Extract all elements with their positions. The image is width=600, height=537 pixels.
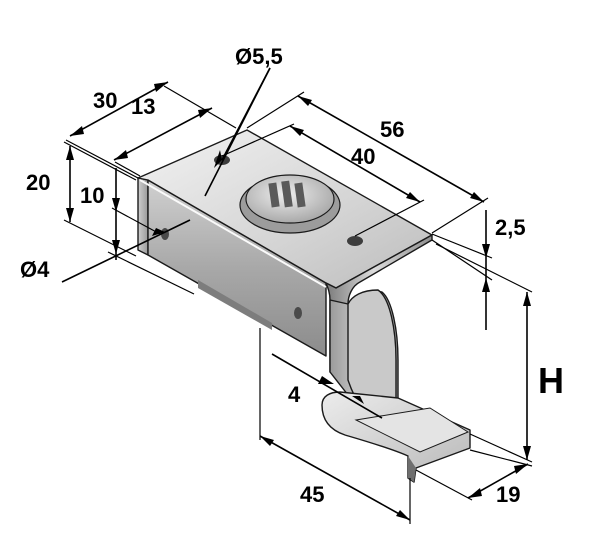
bracket-bottom-edge [198,280,272,330]
cam-insert [239,174,341,234]
dim-hole-top: Ø5,5 [204,44,283,197]
label-30: 30 [93,88,117,113]
dim-19: 19 [415,449,533,507]
dim-hole-side: Ø4 [20,219,195,295]
label-H: H [538,360,564,401]
dim-30: 30 [65,81,237,179]
dim-10: 10 [80,168,161,260]
bracket-foot-facet [354,407,470,453]
label-2-5: 2,5 [495,215,526,240]
top-hole-right [347,236,363,246]
label-45: 45 [300,482,324,507]
label-hole-top: Ø5,5 [235,44,283,69]
cam-slot-1 [268,182,280,208]
bracket-front-edge [139,179,327,288]
dim-13: 13 [113,94,213,177]
cam-slot-2 [281,180,293,208]
dim-4: 4 [271,353,383,419]
dim-20: 20 [26,141,137,257]
label-10: 10 [80,183,104,208]
bracket-leg-face [347,289,397,409]
label-56: 56 [380,117,404,142]
label-13: 13 [131,94,155,119]
dim-56: 56 [246,91,489,234]
cam-slot-3 [294,182,306,208]
dim-40: 40 [221,123,425,237]
label-40: 40 [351,144,375,169]
bracket-part [137,129,471,483]
dim-45: 45 [259,328,411,524]
label-hole-side: Ø4 [20,257,50,282]
dim-H: H [435,243,564,463]
dim-2-5: 2,5 [431,210,526,330]
label-4: 4 [288,382,301,407]
label-19: 19 [496,482,520,507]
label-20: 20 [26,170,50,195]
side-hole-right [294,307,302,319]
bracket-foot-tip [408,456,416,482]
dimensions: Ø5,5 30 13 56 [20,44,564,524]
